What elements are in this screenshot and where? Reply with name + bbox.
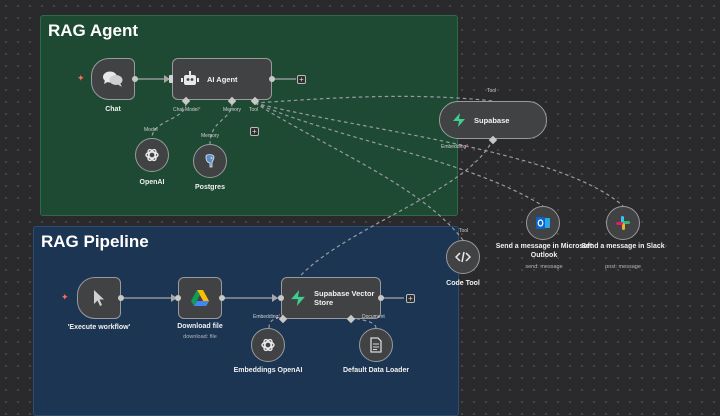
node-label: Send a message in Microsoft Outlook <box>495 243 593 259</box>
add-node-button[interactable]: + <box>406 294 415 303</box>
connection-tool-outlook <box>254 102 544 207</box>
outlook-icon <box>536 217 550 229</box>
chat-bubbles-icon <box>103 71 123 87</box>
port-label-memory: Memory <box>201 133 220 139</box>
node-label: 'Execute workflow' <box>67 324 131 331</box>
slack-node[interactable] <box>606 206 640 240</box>
add-node-button[interactable]: + <box>297 75 306 84</box>
execute-workflow-trigger-node[interactable] <box>77 277 121 319</box>
sticky-title: RAG Pipeline <box>41 232 149 251</box>
input-handle[interactable] <box>175 295 181 301</box>
sticky-rag-pipeline[interactable]: RAG Pipeline <box>33 226 459 416</box>
node-subtitle: post: message <box>605 264 641 270</box>
connection-tool-slack <box>254 102 624 207</box>
postgres-elephant-icon <box>205 154 215 168</box>
openai-icon <box>145 148 159 162</box>
node-label: AI Agent <box>207 74 238 84</box>
connection-supabase-embedding <box>299 138 494 277</box>
code-brackets-icon <box>455 251 471 263</box>
port-label-tool: Tool <box>487 88 497 94</box>
slack-icon <box>616 216 630 230</box>
node-label: Postgres <box>195 184 225 191</box>
port-label-tool: Tool <box>249 107 259 113</box>
openai-node[interactable] <box>135 138 169 172</box>
google-drive-icon <box>191 290 209 306</box>
port-label-document: Document <box>362 314 385 320</box>
port-label-tool: Tool <box>459 228 469 234</box>
node-label: Supabase Vector Store <box>314 289 375 307</box>
connection-embeddings-vector <box>268 315 284 329</box>
port-label-embedding: Embedding* <box>253 314 281 320</box>
connection-tool-supabase <box>254 95 494 104</box>
outlook-node[interactable] <box>526 206 560 240</box>
embeddings-openai-node[interactable] <box>251 328 285 362</box>
output-handle[interactable] <box>269 76 275 82</box>
port-label-memory: Memory <box>223 107 242 113</box>
node-subtitle: send: message <box>525 264 563 270</box>
supabase-bolt-icon <box>291 290 305 306</box>
node-label: Send a message in Slack <box>581 243 665 250</box>
node-label: Download file <box>177 323 223 330</box>
connection-tool-codetool <box>254 102 464 241</box>
cursor-pointer-icon <box>94 290 104 306</box>
node-label: Code Tool <box>446 280 480 287</box>
postgres-node[interactable] <box>193 144 227 178</box>
supabase-tool-node[interactable]: Supabase <box>439 101 547 139</box>
robot-icon <box>181 71 199 85</box>
node-label: Embeddings OpenAI <box>233 367 303 374</box>
supabase-bolt-icon <box>453 113 465 127</box>
ai-agent-node[interactable]: AI Agent <box>172 58 272 100</box>
connection-openai-model <box>151 102 187 139</box>
input-handle[interactable] <box>169 75 173 83</box>
node-label: Default Data Loader <box>342 367 410 374</box>
output-handle[interactable] <box>132 76 138 82</box>
trigger-spark-icon: ✦ <box>61 292 69 302</box>
node-subtitle: download: file <box>183 334 217 340</box>
node-label: Supabase <box>474 115 510 125</box>
port-label-chat-model: Chat Model* <box>173 107 201 113</box>
add-tool-button[interactable]: + <box>250 127 259 136</box>
output-handle[interactable] <box>219 295 225 301</box>
port-label-embedding: Embedding* <box>441 144 469 150</box>
document-icon <box>370 337 382 353</box>
output-handle[interactable] <box>378 295 384 301</box>
openai-icon <box>261 338 275 352</box>
download-file-node[interactable] <box>178 277 222 319</box>
connection-postgres-memory <box>209 102 233 145</box>
supabase-vector-store-node[interactable]: Supabase Vector Store <box>281 277 381 319</box>
input-handle[interactable] <box>278 295 284 301</box>
code-tool-node[interactable] <box>446 240 480 274</box>
sticky-title: RAG Agent <box>48 21 139 40</box>
output-handle[interactable] <box>118 295 124 301</box>
sticky-rag-agent[interactable]: RAG Agent <box>40 15 458 216</box>
node-label: OpenAI <box>139 179 165 186</box>
default-data-loader-node[interactable] <box>359 328 393 362</box>
port-label-model: Model <box>144 127 158 133</box>
trigger-spark-icon: ✦ <box>77 73 85 83</box>
chat-trigger-node[interactable] <box>91 58 135 100</box>
node-label: Chat <box>105 106 121 113</box>
